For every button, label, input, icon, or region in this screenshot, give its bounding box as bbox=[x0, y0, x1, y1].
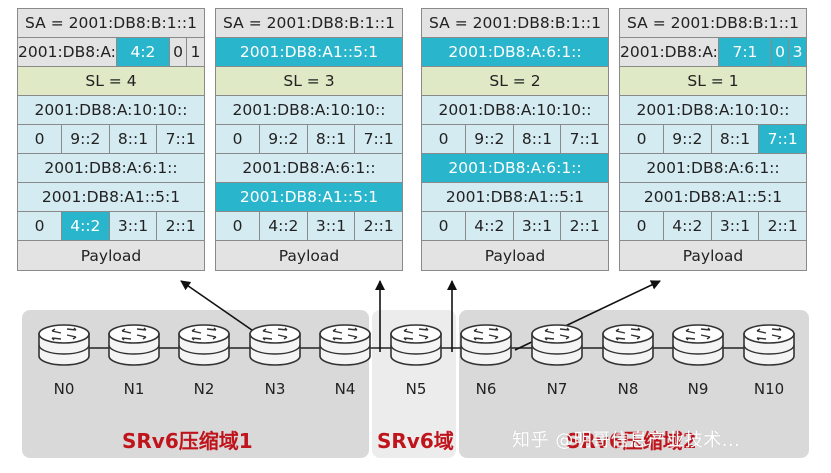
sid-cell: 9::2 bbox=[62, 125, 110, 153]
sid-cell-active: 7::1 bbox=[759, 125, 807, 153]
packet-header-4: SA = 2001:DB8:B:1::1 2001:DB8:A: 7:1 0 3… bbox=[619, 8, 807, 271]
segment-list-entry: 2001:DB8:A:10:10:: bbox=[422, 96, 608, 124]
segment-list-entry: 2001:DB8:A:6:1:: bbox=[620, 154, 806, 182]
source-address: SA = 2001:DB8:B:1::1 bbox=[18, 9, 204, 37]
sid-cell: 3::1 bbox=[513, 212, 562, 240]
node-label: N2 bbox=[194, 380, 215, 398]
sid-cell: 8::1 bbox=[513, 125, 562, 153]
segment-list-entry: 2001:DB8:A:6:1:: bbox=[18, 154, 204, 182]
source-address: SA = 2001:DB8:B:1::1 bbox=[620, 9, 806, 37]
sid-cell: 9::2 bbox=[664, 125, 712, 153]
sid-cell: 2::1 bbox=[157, 212, 205, 240]
router-icon bbox=[531, 324, 583, 366]
sid-cell: 4::2 bbox=[466, 212, 514, 240]
payload: Payload bbox=[620, 241, 806, 270]
da-field-1: 0 bbox=[170, 38, 187, 66]
segment-list-entry: 2001:DB8:A:10:10:: bbox=[620, 96, 806, 124]
da-prefix: 2001:DB8:A: bbox=[620, 38, 719, 66]
sid-cell: 7::1 bbox=[157, 125, 205, 153]
da-active-sid: 4:2 bbox=[116, 38, 170, 66]
sid-cell: 2::1 bbox=[561, 212, 609, 240]
segment-list-entry: 2001:DB8:A:10:10:: bbox=[216, 96, 402, 124]
segment-list-entry: 2001:DB8:A1::5:1 bbox=[422, 183, 608, 211]
sid-cell: 4::2 bbox=[664, 212, 712, 240]
da-prefix: 2001:DB8:A: bbox=[18, 38, 117, 66]
packet-header-1: SA = 2001:DB8:B:1::1 2001:DB8:A: 4:2 0 1… bbox=[17, 8, 205, 271]
sid-cell: 8::1 bbox=[307, 125, 356, 153]
segment-list-entry: 2001:DB8:A1::5:1 bbox=[18, 183, 204, 211]
router-icon bbox=[178, 324, 230, 366]
da-active-sid: 7:1 bbox=[718, 38, 772, 66]
sid-cell: 0 bbox=[422, 125, 466, 153]
destination-address: 2001:DB8:A:6:1:: bbox=[422, 38, 608, 66]
packet-header-3: SA = 2001:DB8:B:1::1 2001:DB8:A:6:1:: SL… bbox=[421, 8, 609, 271]
router-icon bbox=[602, 324, 654, 366]
sid-cell: 8::1 bbox=[109, 125, 158, 153]
router-icon bbox=[672, 324, 724, 366]
segment-list-entry-active: 2001:DB8:A:6:1:: bbox=[422, 154, 608, 182]
source-address: SA = 2001:DB8:B:1::1 bbox=[422, 9, 608, 37]
sid-cell: 3::1 bbox=[109, 212, 158, 240]
segment-list-entry: 2001:DB8:A:10:10:: bbox=[18, 96, 204, 124]
router-icon bbox=[38, 324, 90, 366]
sid-cell: 8::1 bbox=[711, 125, 760, 153]
sid-cell: 3::1 bbox=[307, 212, 356, 240]
segments-left: SL = 4 bbox=[18, 67, 204, 95]
segments-left: SL = 3 bbox=[216, 67, 402, 95]
node-label: N9 bbox=[688, 380, 709, 398]
watermark-text: 知乎 @明哥信息产业技术... bbox=[512, 430, 741, 451]
domain-label-compression-2: SRv6压缩域2 bbox=[566, 429, 697, 453]
sid-cell: 2::1 bbox=[355, 212, 403, 240]
source-address: SA = 2001:DB8:B:1::1 bbox=[216, 9, 402, 37]
payload: Payload bbox=[18, 241, 204, 270]
da-field-2: 3 bbox=[789, 38, 806, 66]
packet-header-2: SA = 2001:DB8:B:1::1 2001:DB8:A1::5:1 SL… bbox=[215, 8, 403, 271]
sid-cell-active: 4::2 bbox=[62, 212, 110, 240]
segment-list-entry: 2001:DB8:A1::5:1 bbox=[620, 183, 806, 211]
sid-cell: 7::1 bbox=[561, 125, 609, 153]
domain-label-srv6: SRv6域 bbox=[377, 429, 454, 453]
node-label: N4 bbox=[335, 380, 356, 398]
sid-cell: 0 bbox=[18, 125, 62, 153]
sid-cell: 3::1 bbox=[711, 212, 760, 240]
da-field-2: 1 bbox=[187, 38, 204, 66]
router-icon bbox=[108, 324, 160, 366]
node-label: N7 bbox=[547, 380, 568, 398]
sid-cell: 4::2 bbox=[260, 212, 308, 240]
sid-cell: 0 bbox=[422, 212, 466, 240]
router-icon bbox=[743, 324, 795, 366]
segments-left: SL = 2 bbox=[422, 67, 608, 95]
node-label: N1 bbox=[124, 380, 145, 398]
segment-list-entry: 2001:DB8:A:6:1:: bbox=[216, 154, 402, 182]
sid-cell: 0 bbox=[620, 125, 664, 153]
sid-cell: 7::1 bbox=[355, 125, 403, 153]
sid-cell: 0 bbox=[620, 212, 664, 240]
node-label: N8 bbox=[618, 380, 639, 398]
node-label: N6 bbox=[476, 380, 497, 398]
node-label: N5 bbox=[406, 380, 427, 398]
domain-label-compression-1: SRv6压缩域1 bbox=[122, 429, 253, 453]
sid-cell: 9::2 bbox=[466, 125, 514, 153]
payload: Payload bbox=[422, 241, 608, 270]
sid-cell: 9::2 bbox=[260, 125, 308, 153]
sid-cell: 2::1 bbox=[759, 212, 807, 240]
sid-cell: 0 bbox=[18, 212, 62, 240]
router-icon bbox=[249, 324, 301, 366]
segment-list-entry-active: 2001:DB8:A1::5:1 bbox=[216, 183, 402, 211]
destination-address: 2001:DB8:A1::5:1 bbox=[216, 38, 402, 66]
sid-cell: 0 bbox=[216, 212, 260, 240]
segments-left: SL = 1 bbox=[620, 67, 806, 95]
router-icon bbox=[319, 324, 371, 366]
payload: Payload bbox=[216, 241, 402, 270]
sid-cell: 0 bbox=[216, 125, 260, 153]
node-label: N3 bbox=[265, 380, 286, 398]
da-field-1: 0 bbox=[772, 38, 789, 66]
node-label: N10 bbox=[754, 380, 784, 398]
router-icon bbox=[460, 324, 512, 366]
node-label: N0 bbox=[54, 380, 75, 398]
router-icon bbox=[390, 324, 442, 366]
